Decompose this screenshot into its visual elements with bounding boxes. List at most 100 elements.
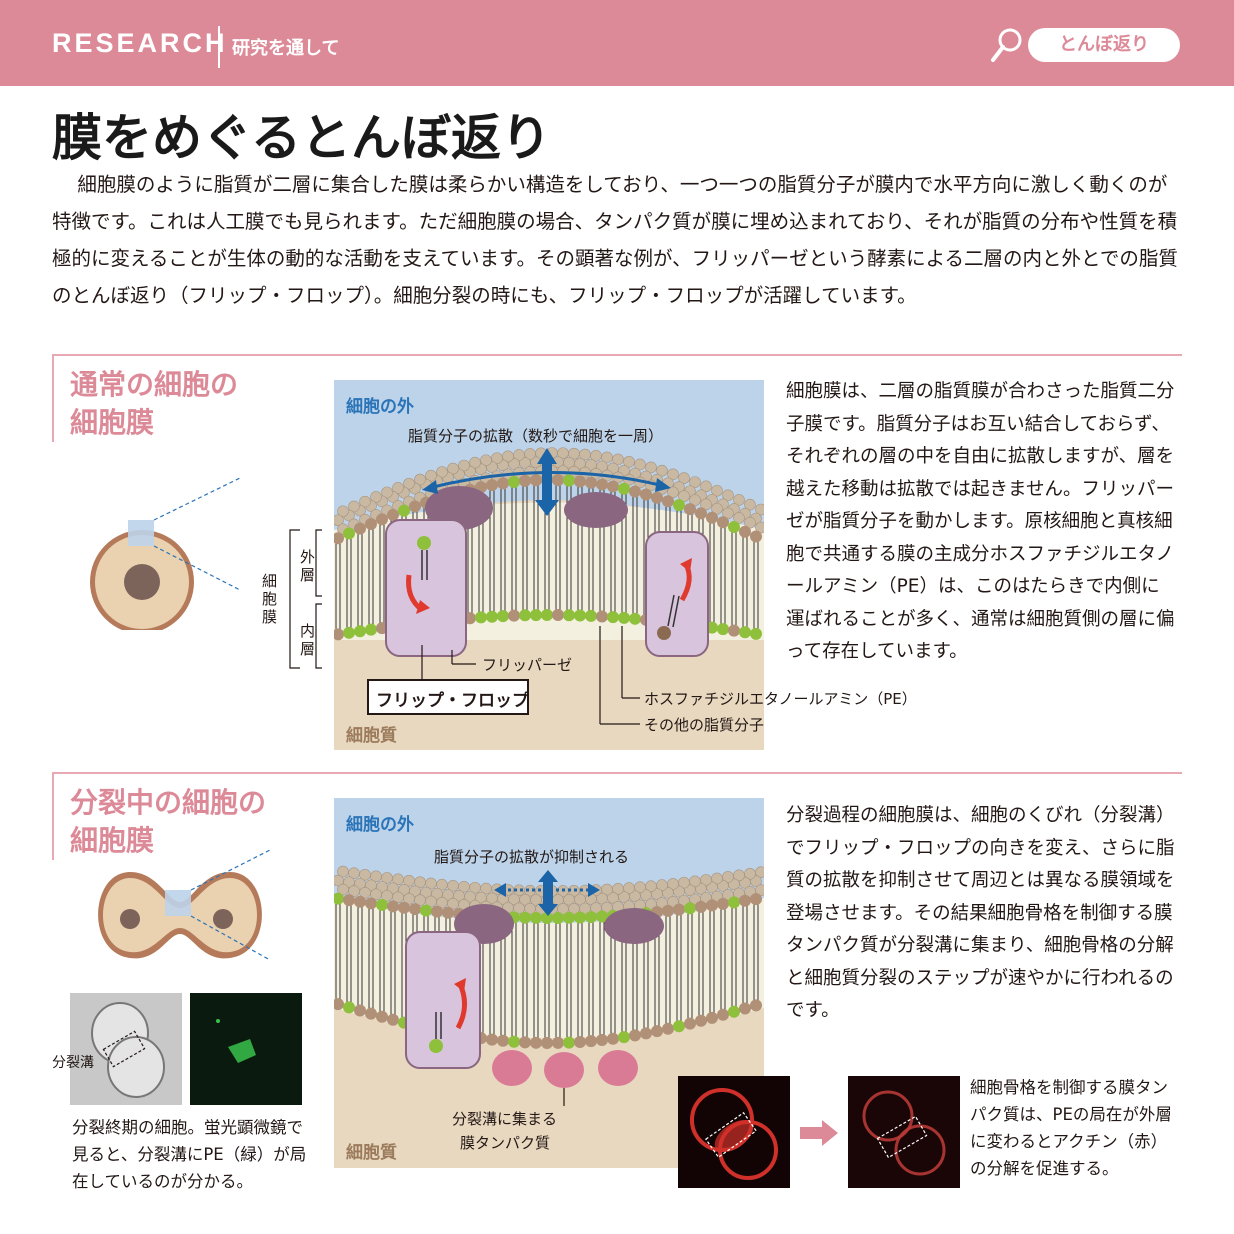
lipid-head [684, 503, 696, 516]
lipid-head [695, 1014, 707, 1027]
lipid-head [717, 623, 729, 636]
lipid-head [684, 902, 696, 915]
lipid-head [673, 903, 685, 916]
lipid-head-bg [623, 455, 635, 468]
lipid-head [343, 1001, 355, 1014]
lipid-head-bg [634, 458, 646, 471]
lipid-head [574, 475, 586, 488]
lipid-head [541, 609, 553, 622]
lipid-head [409, 903, 421, 916]
lipid-head [662, 495, 674, 508]
phase-contrast-photo [70, 993, 182, 1105]
lipid-head-bg [744, 516, 756, 529]
lipid-head-bg [480, 454, 492, 467]
lipid-head-bg [458, 459, 470, 472]
lipid-head [750, 530, 762, 543]
lipid-head [552, 609, 564, 622]
lipid-head [519, 609, 531, 622]
lipid-head-bg [722, 507, 734, 520]
section2-description: 分裂過程の細胞膜は、細胞のくびれ（分裂溝）でフリップ・フロップの向きを変え、さら… [786, 805, 1175, 1021]
lipid-head-bg [689, 476, 701, 488]
lipid-head-bg [414, 473, 426, 486]
lipid-head [519, 1036, 531, 1049]
lipid-head [717, 516, 729, 529]
lipid-head-bg [359, 495, 371, 508]
other-lipid-label: その他の脂質分子 [644, 716, 765, 734]
lipid-head [486, 479, 498, 492]
lipid-head-bg [334, 874, 344, 887]
section2-rule [52, 772, 1182, 774]
lipid-head [354, 522, 366, 535]
dividing-membrane-diagram [334, 798, 764, 1168]
flippase-dividing [405, 931, 481, 1069]
lipid-head [508, 475, 520, 488]
lipid-head [651, 1025, 663, 1038]
lipid-head [728, 520, 740, 533]
section1-title-1: 通常の細胞の [70, 368, 239, 401]
dividing-cell-illustration [98, 849, 271, 961]
lipid-head [541, 911, 553, 924]
lipid-head [596, 610, 608, 623]
lipid-head [334, 892, 344, 905]
lipid-head-bg [678, 472, 690, 484]
lipid-head [706, 511, 718, 524]
outer-layer-label: 外層 [300, 548, 316, 584]
lipid-head [717, 897, 729, 910]
lipid-head-bg [700, 498, 712, 511]
lipid-head [618, 611, 630, 624]
s2-diffusion-label: 脂質分子の拡散が抑制される [434, 848, 630, 866]
lipid-head-bg [755, 503, 764, 516]
lipid-head [541, 1036, 553, 1049]
tag-pill[interactable]: とんぼ返り [1028, 28, 1180, 62]
inner-layer-label: 内層 [300, 622, 316, 658]
lipid-head-bg [469, 456, 481, 469]
intro-paragraph: 細胞膜のように脂質が二層に集合した膜は柔らかい構造をしており、一つ一つの脂質分子… [52, 173, 1178, 307]
lipid-head [519, 911, 531, 924]
section1-vline [52, 356, 54, 442]
lipid-head [728, 896, 740, 909]
lipid-head [497, 477, 509, 490]
lipid-head-bg [436, 466, 448, 478]
lipid-head [607, 480, 619, 493]
lipid-head [607, 611, 619, 624]
lipid-head [530, 911, 542, 924]
lipid-head [334, 628, 344, 641]
lipid-head [596, 910, 608, 923]
lipid-head [486, 610, 498, 623]
lipid-head [497, 610, 509, 623]
lipid-head-bg [711, 502, 723, 515]
lipid-head-bg [403, 477, 415, 490]
lipid-head [574, 1035, 586, 1048]
fluorescence-red-photo-1 [678, 1076, 790, 1188]
lipid-head-bg [392, 482, 404, 494]
lipid-head [662, 1022, 674, 1035]
lipid-head [728, 624, 740, 637]
lipid-head-bg [722, 489, 734, 502]
lipid-head [563, 474, 575, 487]
lipid-head-bg [381, 486, 393, 499]
lipid-head [563, 1036, 575, 1049]
header-subtitle: 研究を通して [232, 38, 340, 59]
lipid-head [365, 897, 377, 910]
search-icon[interactable] [990, 26, 1024, 66]
lipid-head [607, 1032, 619, 1045]
lipid-head-bg [733, 494, 745, 506]
lipid-head [651, 491, 663, 504]
lipid-head-bg [370, 491, 382, 503]
lipid-head [409, 500, 421, 513]
lipid-head [519, 474, 531, 487]
furrow-protein-label-1: 分裂溝に集まる [452, 1110, 558, 1128]
flippase-right [645, 531, 709, 657]
brand-label: RESEARCH [52, 28, 228, 58]
lipid-head-bg [645, 461, 657, 474]
lipid-head [706, 899, 718, 912]
lipid-head [343, 527, 355, 540]
lipid-head-bg [744, 498, 756, 511]
lipid-head [376, 898, 388, 911]
s2-cytoplasm-label: 細胞質 [346, 1143, 397, 1163]
lipid-head [585, 476, 597, 489]
lipid-head [354, 625, 366, 638]
layer-bracket [289, 529, 322, 669]
lipid-head-bg [337, 883, 349, 896]
lipid-head-bg [700, 480, 712, 493]
